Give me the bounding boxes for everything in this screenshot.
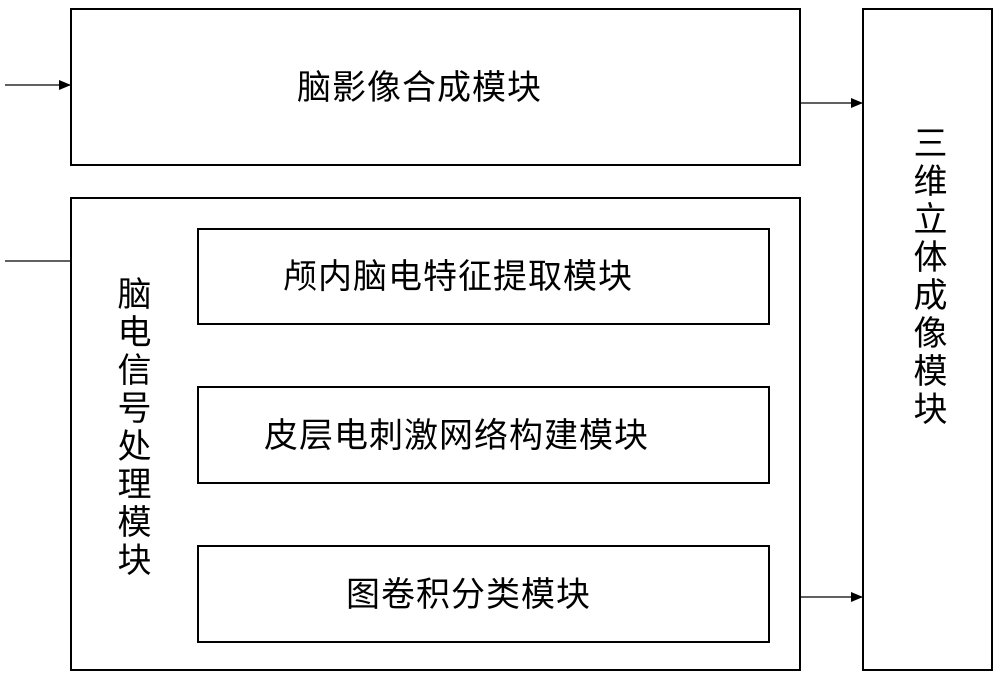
imaging-3d-module-label: 三维立体成像模块: [907, 125, 947, 429]
synthesis-module-box: [70, 8, 801, 166]
network-construction-module-box: [197, 386, 770, 484]
network-construction-module-label: 皮层电刺激网络构建模块: [264, 416, 649, 456]
feature-extraction-module-label: 颅内脑电特征提取模块: [283, 257, 633, 297]
graph-classification-module-box: [197, 545, 770, 643]
eeg-processing-module-label: 脑电信号处理模块: [111, 276, 151, 580]
feature-extraction-module-box: [197, 228, 770, 325]
imaging-3d-module-box: [862, 8, 993, 671]
synthesis-module-label: 脑影像合成模块: [297, 68, 542, 108]
graph-classification-module-label: 图卷积分类模块: [346, 575, 591, 615]
